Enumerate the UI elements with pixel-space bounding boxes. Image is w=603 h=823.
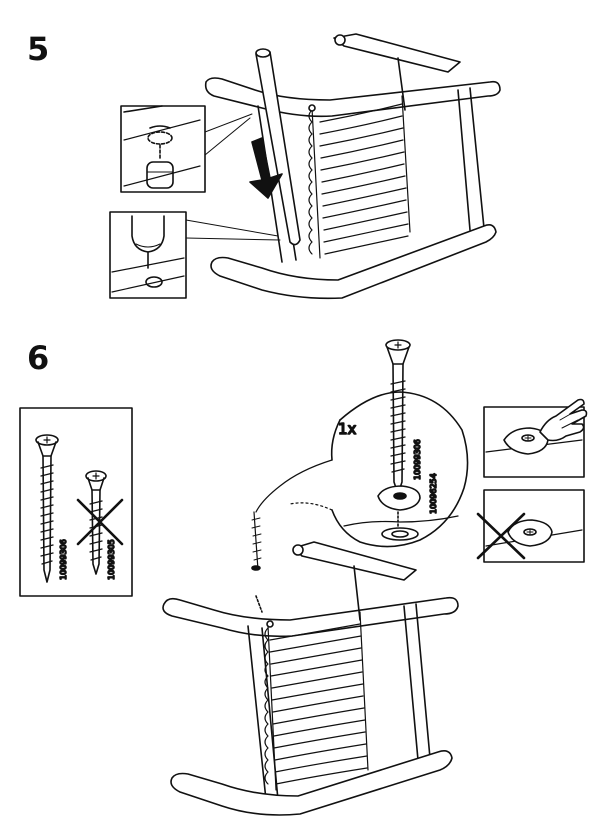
screw-callout-circle	[255, 339, 469, 548]
step5-detail-callout-top	[120, 105, 253, 193]
step6-small-screw	[251, 511, 262, 571]
step5-detail-callout-bottom	[109, 211, 281, 299]
correct-screw-part-code: 10099306	[59, 539, 68, 580]
callout-screw-part-code: 10099306	[413, 439, 422, 480]
cross-icon	[476, 512, 526, 560]
washer-correct-panel	[483, 398, 588, 478]
step6-chair-drawing	[162, 541, 459, 816]
callout-washer-part-code: 10096254	[429, 473, 438, 514]
wrong-screw	[85, 470, 107, 575]
wrong-screw-part-code: 10099305	[107, 539, 116, 580]
hand-icon	[539, 398, 588, 442]
step-5-number: 5	[27, 30, 50, 68]
step5-chair-drawing	[204, 33, 501, 300]
screw-comparison-panel	[19, 407, 133, 597]
cross-icon	[76, 498, 124, 546]
step-6-number: 6	[27, 339, 50, 377]
quantity-label: 1x	[338, 420, 357, 438]
correct-screw	[35, 434, 59, 583]
down-arrow-icon	[249, 137, 283, 199]
washer-wrong-panel	[476, 489, 585, 563]
